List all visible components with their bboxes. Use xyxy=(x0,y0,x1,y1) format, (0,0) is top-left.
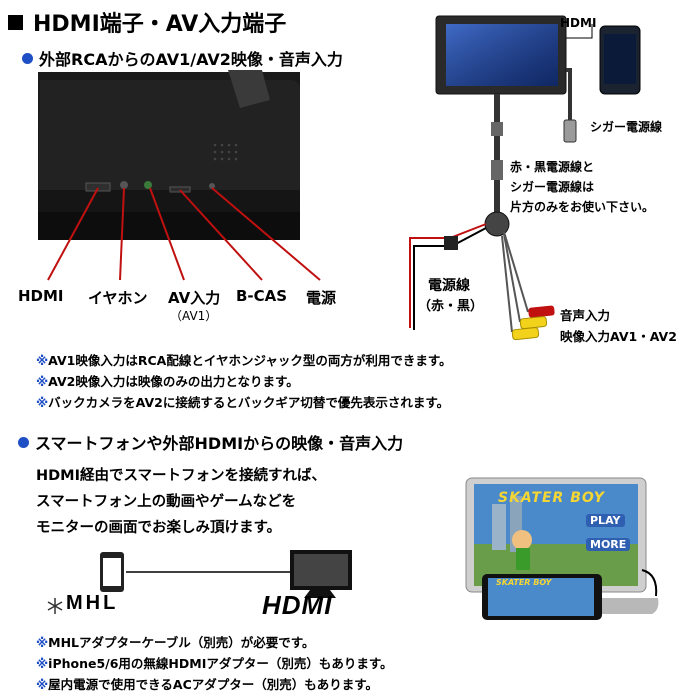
square-bullet-icon xyxy=(8,15,23,30)
port-label-av1: （AV1） xyxy=(170,309,218,323)
hdmi-logo: HDMI xyxy=(262,590,333,620)
tablet-game-image xyxy=(465,477,659,620)
connection-graphic xyxy=(47,550,352,614)
power-note-line1: 赤・黒電源線と xyxy=(510,160,595,174)
bullet-icon xyxy=(18,437,29,448)
section2-heading: スマートフォンや外部HDMIからの映像・音声入力 xyxy=(18,430,403,454)
cigar-cable-label: シガー電源線 xyxy=(590,120,663,134)
video-input-label: 映像入力AV1・AV2 xyxy=(560,329,677,344)
body-line-3: モニターの画面でお楽しみ頂けます。 xyxy=(36,520,282,536)
body-line-2: スマートフォン上の動画やゲームなどを xyxy=(36,494,297,510)
hdmi-label: HDMI xyxy=(560,16,597,30)
monitor-back-photo xyxy=(0,70,320,260)
port-label-av-in: AV入力 xyxy=(168,289,221,307)
power-line-sub-label: （赤・黒） xyxy=(418,299,484,314)
note-ac-adapter: ※屋内電源で使用できるACアダプター（別売）もあります。 xyxy=(36,677,379,692)
wiring-diagram xyxy=(409,15,641,341)
note-wireless-adapter: ※iPhone5/6用の無線HDMIアダプター（別売）もあります。 xyxy=(36,656,393,671)
note-back-camera: ※バックカメラをAV2に接続するとバックギア切替で優先表示されます。 xyxy=(36,395,450,410)
game-play-button[interactable]: PLAY xyxy=(586,514,625,527)
game-title: SKATER BOY xyxy=(498,490,605,506)
note-av2: ※AV2映像入力は映像のみの出力となります。 xyxy=(36,374,299,389)
section1-heading: 外部RCAからのAV1/AV2映像・音声入力 xyxy=(22,46,343,70)
mhl-logo: MHL xyxy=(66,592,119,614)
power-line-label: 電源線 xyxy=(428,278,470,294)
game-more-button[interactable]: MORE xyxy=(586,538,631,551)
body-line-1: HDMI経由でスマートフォンを接続すれば、 xyxy=(36,468,327,484)
port-label-earphone: イヤホン xyxy=(88,289,148,307)
port-label-bcas: B-CAS xyxy=(236,287,288,305)
port-label-hdmi: HDMI xyxy=(18,287,64,305)
audio-input-label: 音声入力 xyxy=(560,308,611,323)
note-mhl-cable: ※MHLアダプターケーブル（別売）が必要です。 xyxy=(36,635,315,650)
port-callout-lines xyxy=(47,187,321,281)
note-av1: ※AV1映像入力はRCA配線とイヤホンジャック型の両方が利用できます。 xyxy=(36,353,452,368)
power-note-line2: シガー電源線は xyxy=(510,180,595,194)
power-note-line3: 片方のみをお使い下さい。 xyxy=(510,200,655,214)
page-title: HDMI端子・AV入力端子 xyxy=(8,6,286,38)
port-label-power: 電源 xyxy=(306,289,337,307)
phone-game-title: SKATER BOY xyxy=(496,578,552,587)
bullet-icon xyxy=(22,53,33,64)
